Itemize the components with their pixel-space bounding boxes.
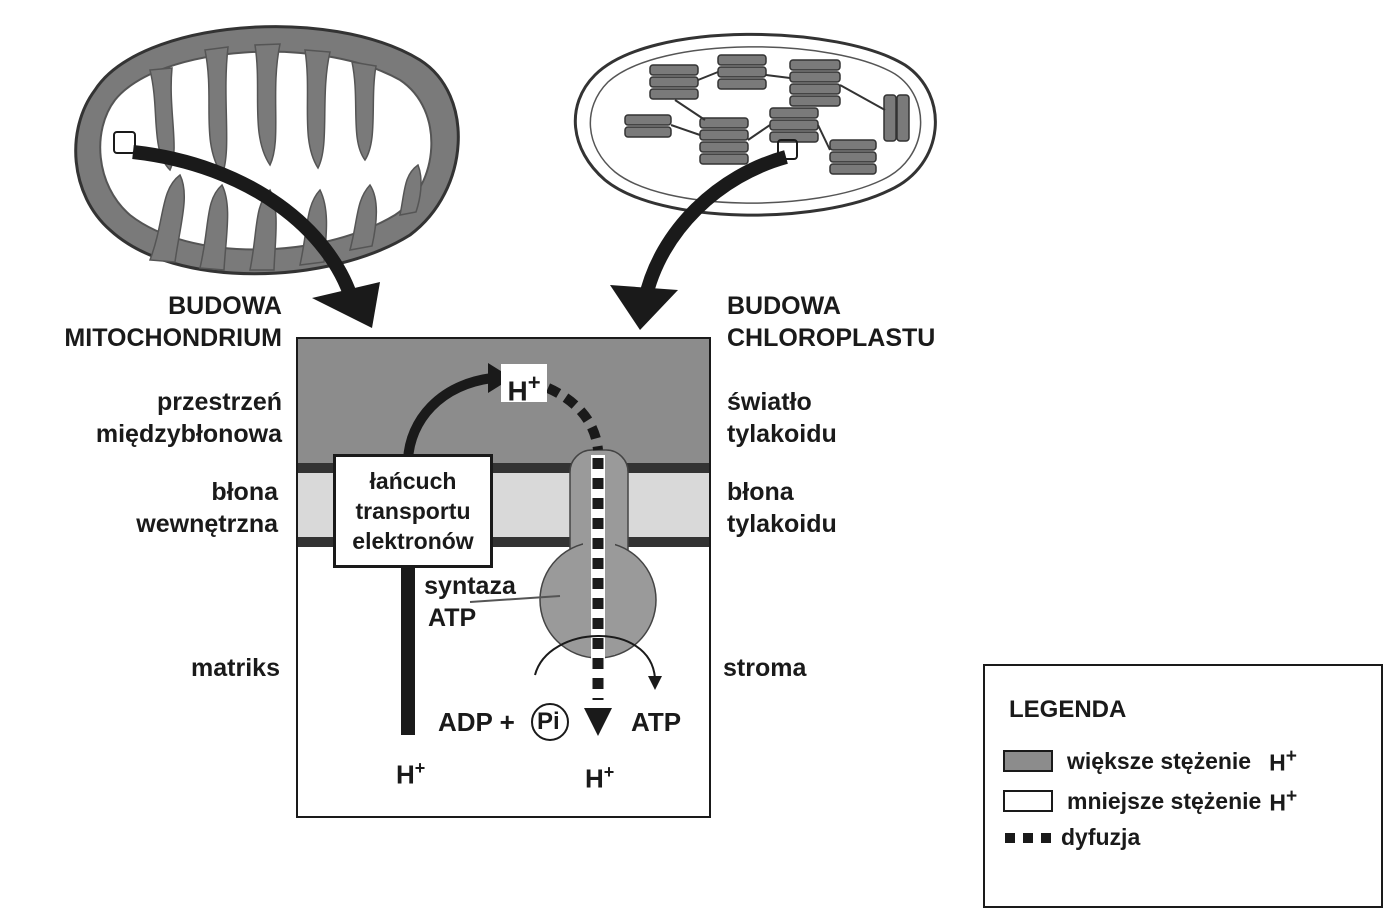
legend-higher-h: H [1269,749,1286,776]
legend-row-higher: większe stężenie H+ [1003,746,1297,777]
legend-higher-ion: H+ [1269,746,1297,777]
legend-lower-h: H [1269,789,1286,816]
legend-lower-label: mniejsze stężenie [1067,787,1262,814]
proton-bottom-right-plus: + [603,762,615,782]
mito-title: BUDOWA MITOCHONDRIUM [64,290,282,354]
atp-synthase-line-1: syntaza [424,572,516,600]
proton-bottom-right-h: H [585,763,604,794]
lumen-line-2: tylakoidu [727,420,837,448]
proton-bottom-left-h: H [396,759,415,790]
legend-higher-label: większe stężenie [1067,747,1252,774]
legend-diffusion-label: dyfuzja [1061,824,1141,850]
mito-title-line-1: BUDOWA [168,292,282,320]
rotation-arrow [534,635,662,690]
legend-diffusion-dots [1005,832,1051,843]
diagram-canvas [74,25,937,818]
legend-lower-ion: H+ [1269,786,1297,817]
legend-row-diffusion: dyfuzja [1003,824,1140,851]
lumen-line-1: światło [727,388,812,416]
chloroplast-illustration [573,32,937,217]
thylakoid-membrane-line-2: tylakoidu [727,510,837,538]
etc-line-1: łańcuch [369,468,457,494]
inner-membrane-line-1: błona [211,478,278,506]
legend-higher-plus: + [1285,746,1297,767]
intermembrane-line-1: przestrzeń [156,388,282,416]
legend-swatch-higher [1003,750,1053,773]
legend-title: LEGENDA [1009,696,1127,723]
adp-label: ADP + [438,707,515,737]
etc-line-2: transportu [355,498,471,524]
intermembrane-label: przestrzeń międzybłonowa [96,386,282,450]
legend: LEGENDA większe stężenie H+ mniejsze stę… [983,664,1383,908]
lumen-label: światło tylakoidu [727,386,837,450]
inner-membrane-label: błona wewnętrzna [136,476,278,540]
atp-synthase-line-2: ATP [428,604,477,632]
electron-transport-chain-box: łańcuch transportu elektronów [333,454,493,568]
legend-swatch-lower [1003,790,1053,813]
inner-membrane-line-2: wewnętrzna [136,510,278,538]
mito-title-line-2: MITOCHONDRIUM [64,324,282,352]
proton-bottom-left-plus: + [414,758,426,778]
mitochondrion-illustration [74,25,460,276]
proton-bottom-right-label: H+ [585,756,614,795]
atp-synthase-label: syntaza ATP [420,570,520,634]
thylakoid-membrane-label: błona tylakoidu [727,476,837,540]
chloro-title: BUDOWA CHLOROPLASTU [727,290,935,354]
atp-label: ATP [631,707,682,737]
legend-row-lower: mniejsze stężenie H+ [1003,786,1297,817]
intermembrane-line-2: międzybłonowa [95,420,282,448]
proton-pump-arrow [401,363,512,735]
pi-circle [531,703,569,741]
proton-top-label: H+ [501,364,547,406]
thylakoid-membrane-line-1: błona [727,478,794,506]
proton-bottom-left-label: H+ [396,752,425,791]
proton-top-plus: + [527,370,541,395]
proton-top-h: H [507,375,528,407]
chloro-title-line-2: CHLOROPLASTU [727,324,936,352]
synthase-pointer-line [469,595,561,603]
zoom-arrows [132,145,788,330]
matrix-label: matriks [191,654,280,682]
legend-lower-plus: + [1285,786,1298,807]
diffusion-path [545,383,612,736]
chloro-title-line-1: BUDOWA [727,292,841,320]
etc-line-3: elektronów [352,528,474,554]
stroma-label: stroma [723,654,807,682]
pi-label: Pi [537,708,560,735]
